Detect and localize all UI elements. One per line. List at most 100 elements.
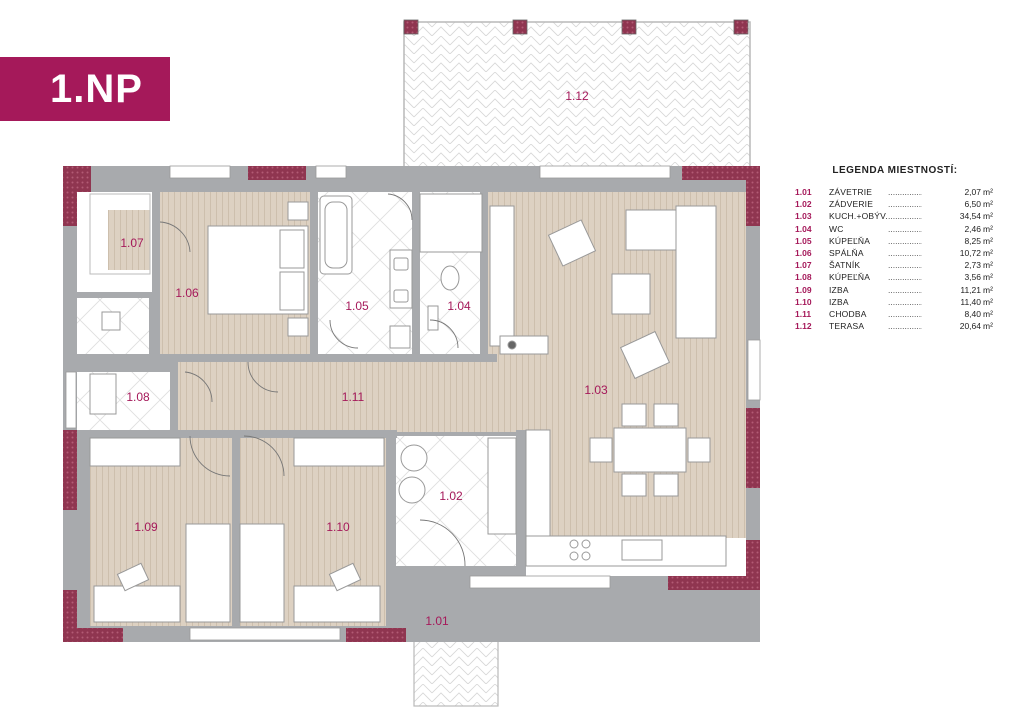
door-swings	[159, 193, 466, 567]
room-label-1-01: 1.01	[425, 614, 449, 628]
washbasin	[89, 373, 117, 415]
room-label-1-10: 1.10	[326, 520, 350, 534]
legend-code: 1.07	[795, 260, 812, 271]
room-label-1-05: 1.05	[345, 299, 369, 313]
legend-name: IZBA	[829, 296, 849, 307]
legend-code: 1.10	[795, 296, 812, 307]
legend-title: LEGENDA MIESTNOSTÍ:	[832, 165, 958, 176]
coffee-table	[611, 273, 651, 315]
bed-110	[293, 585, 381, 623]
legend-unit: m²	[983, 272, 993, 283]
legend-area: 2,73	[964, 260, 981, 271]
legend-unit: m²	[983, 308, 993, 319]
legend-unit: m²	[983, 296, 993, 307]
legend-code: 1.12	[795, 321, 812, 332]
legend-area: 11,40	[960, 296, 981, 307]
legend-unit: m²	[983, 321, 993, 332]
room-labels: 1.12 1.07 1.06 1.05 1.04 1.08 1.11 1.03 …	[120, 89, 608, 628]
room-label-1-06: 1.06	[175, 286, 199, 300]
legend-dots: ........................	[888, 211, 922, 222]
legend-row: 1.12 TERASA........................ 20,64m…	[795, 320, 995, 332]
dining-table	[613, 427, 687, 473]
shower	[419, 193, 483, 253]
interior-walls	[77, 180, 526, 628]
legend-name: KÚPEĽŇA	[829, 235, 871, 246]
room-label-1-07: 1.07	[120, 236, 144, 250]
legend-code: 1.01	[795, 187, 812, 197]
legend-dots: ........................	[888, 187, 922, 197]
room-label-1-09: 1.09	[134, 520, 158, 534]
sofa-seat	[625, 209, 677, 251]
legend-area: 6,50	[964, 199, 981, 210]
legend-name: SPÁLŇA	[829, 247, 864, 258]
shoe-cabinet	[487, 437, 517, 535]
legend-dots: ........................	[888, 199, 922, 210]
toilet	[440, 265, 460, 291]
legend-area: 8,40	[964, 308, 981, 319]
legend-unit: m²	[983, 199, 993, 210]
room-label-1-12: 1.12	[565, 89, 589, 103]
legend-name: KUCH.+OBÝV.	[829, 211, 888, 222]
legend-dots: ........................	[888, 272, 922, 283]
legend-unit: m²	[983, 247, 993, 258]
legend-dots: ........................	[888, 247, 922, 258]
legend-code: 1.02	[795, 199, 812, 210]
legend-area: 3,56	[964, 272, 981, 283]
legend-area: 2,46	[964, 223, 981, 234]
legend-row: 1.08 KÚPEĽŇA........................ 3,56m…	[795, 271, 995, 283]
desk-109	[185, 523, 231, 623]
legend-code: 1.09	[795, 284, 812, 295]
armchair	[547, 219, 597, 267]
legend-row: 1.01 ZÁVETRIE........................ 2,07…	[795, 186, 995, 198]
legend-area: 34,54	[959, 211, 981, 222]
legend-code: 1.08	[795, 272, 812, 283]
legend-code: 1.06	[795, 247, 812, 258]
legend-unit: m²	[983, 187, 993, 197]
legend-rows: 1.01 ZÁVETRIE........................ 2,07…	[795, 186, 995, 332]
legend-area: 2,07	[964, 187, 981, 197]
legend-dots: ........................	[888, 260, 922, 271]
legend-area: 20,64	[959, 321, 981, 332]
room-legend: LEGENDA MIESTNOSTÍ: 1.01 ZÁVETRIE........…	[795, 165, 995, 332]
wardrobe	[489, 205, 515, 347]
legend-code: 1.11	[795, 308, 812, 319]
legend-dots: ........................	[888, 321, 922, 332]
room-label-1-04: 1.04	[447, 299, 471, 313]
desk-110	[239, 523, 285, 623]
legend-unit: m²	[983, 211, 993, 222]
legend-name: TERASA	[829, 321, 865, 332]
wardrobe-109	[89, 437, 181, 467]
room-label-1-11: 1.11	[342, 390, 365, 404]
legend-name: ZÁDVERIE	[829, 199, 874, 210]
armchair-2	[619, 330, 671, 380]
legend-name: CHODBA	[829, 308, 867, 319]
kitchen-sink	[621, 539, 663, 561]
bed-109	[93, 585, 181, 623]
floor-badge: 1.NP	[0, 57, 170, 121]
legend-dots: ........................	[888, 235, 922, 246]
legend-unit: m²	[983, 235, 993, 246]
legend-name: IZBA	[829, 284, 849, 295]
room-label-1-02: 1.02	[439, 489, 463, 503]
stool	[400, 444, 428, 472]
legend-code: 1.03	[795, 211, 812, 222]
room-label-1-08: 1.08	[126, 390, 150, 404]
terrace-1-12	[403, 19, 751, 171]
legend-name: KÚPEĽŇA	[829, 272, 871, 283]
legend-row: 1.05KÚPEĽŇA........................8,25m…	[795, 235, 995, 247]
legend-area: 10,72	[959, 247, 981, 258]
legend-dots: ........................	[888, 308, 922, 319]
legend-dots: ........................	[888, 296, 922, 307]
legend-unit: m²	[983, 223, 993, 234]
legend-name: ZÁVETRIE	[829, 187, 873, 197]
sofa	[675, 205, 717, 339]
windows	[65, 165, 761, 641]
wardrobe-110	[293, 437, 385, 467]
room-label-1-03: 1.03	[584, 383, 608, 397]
